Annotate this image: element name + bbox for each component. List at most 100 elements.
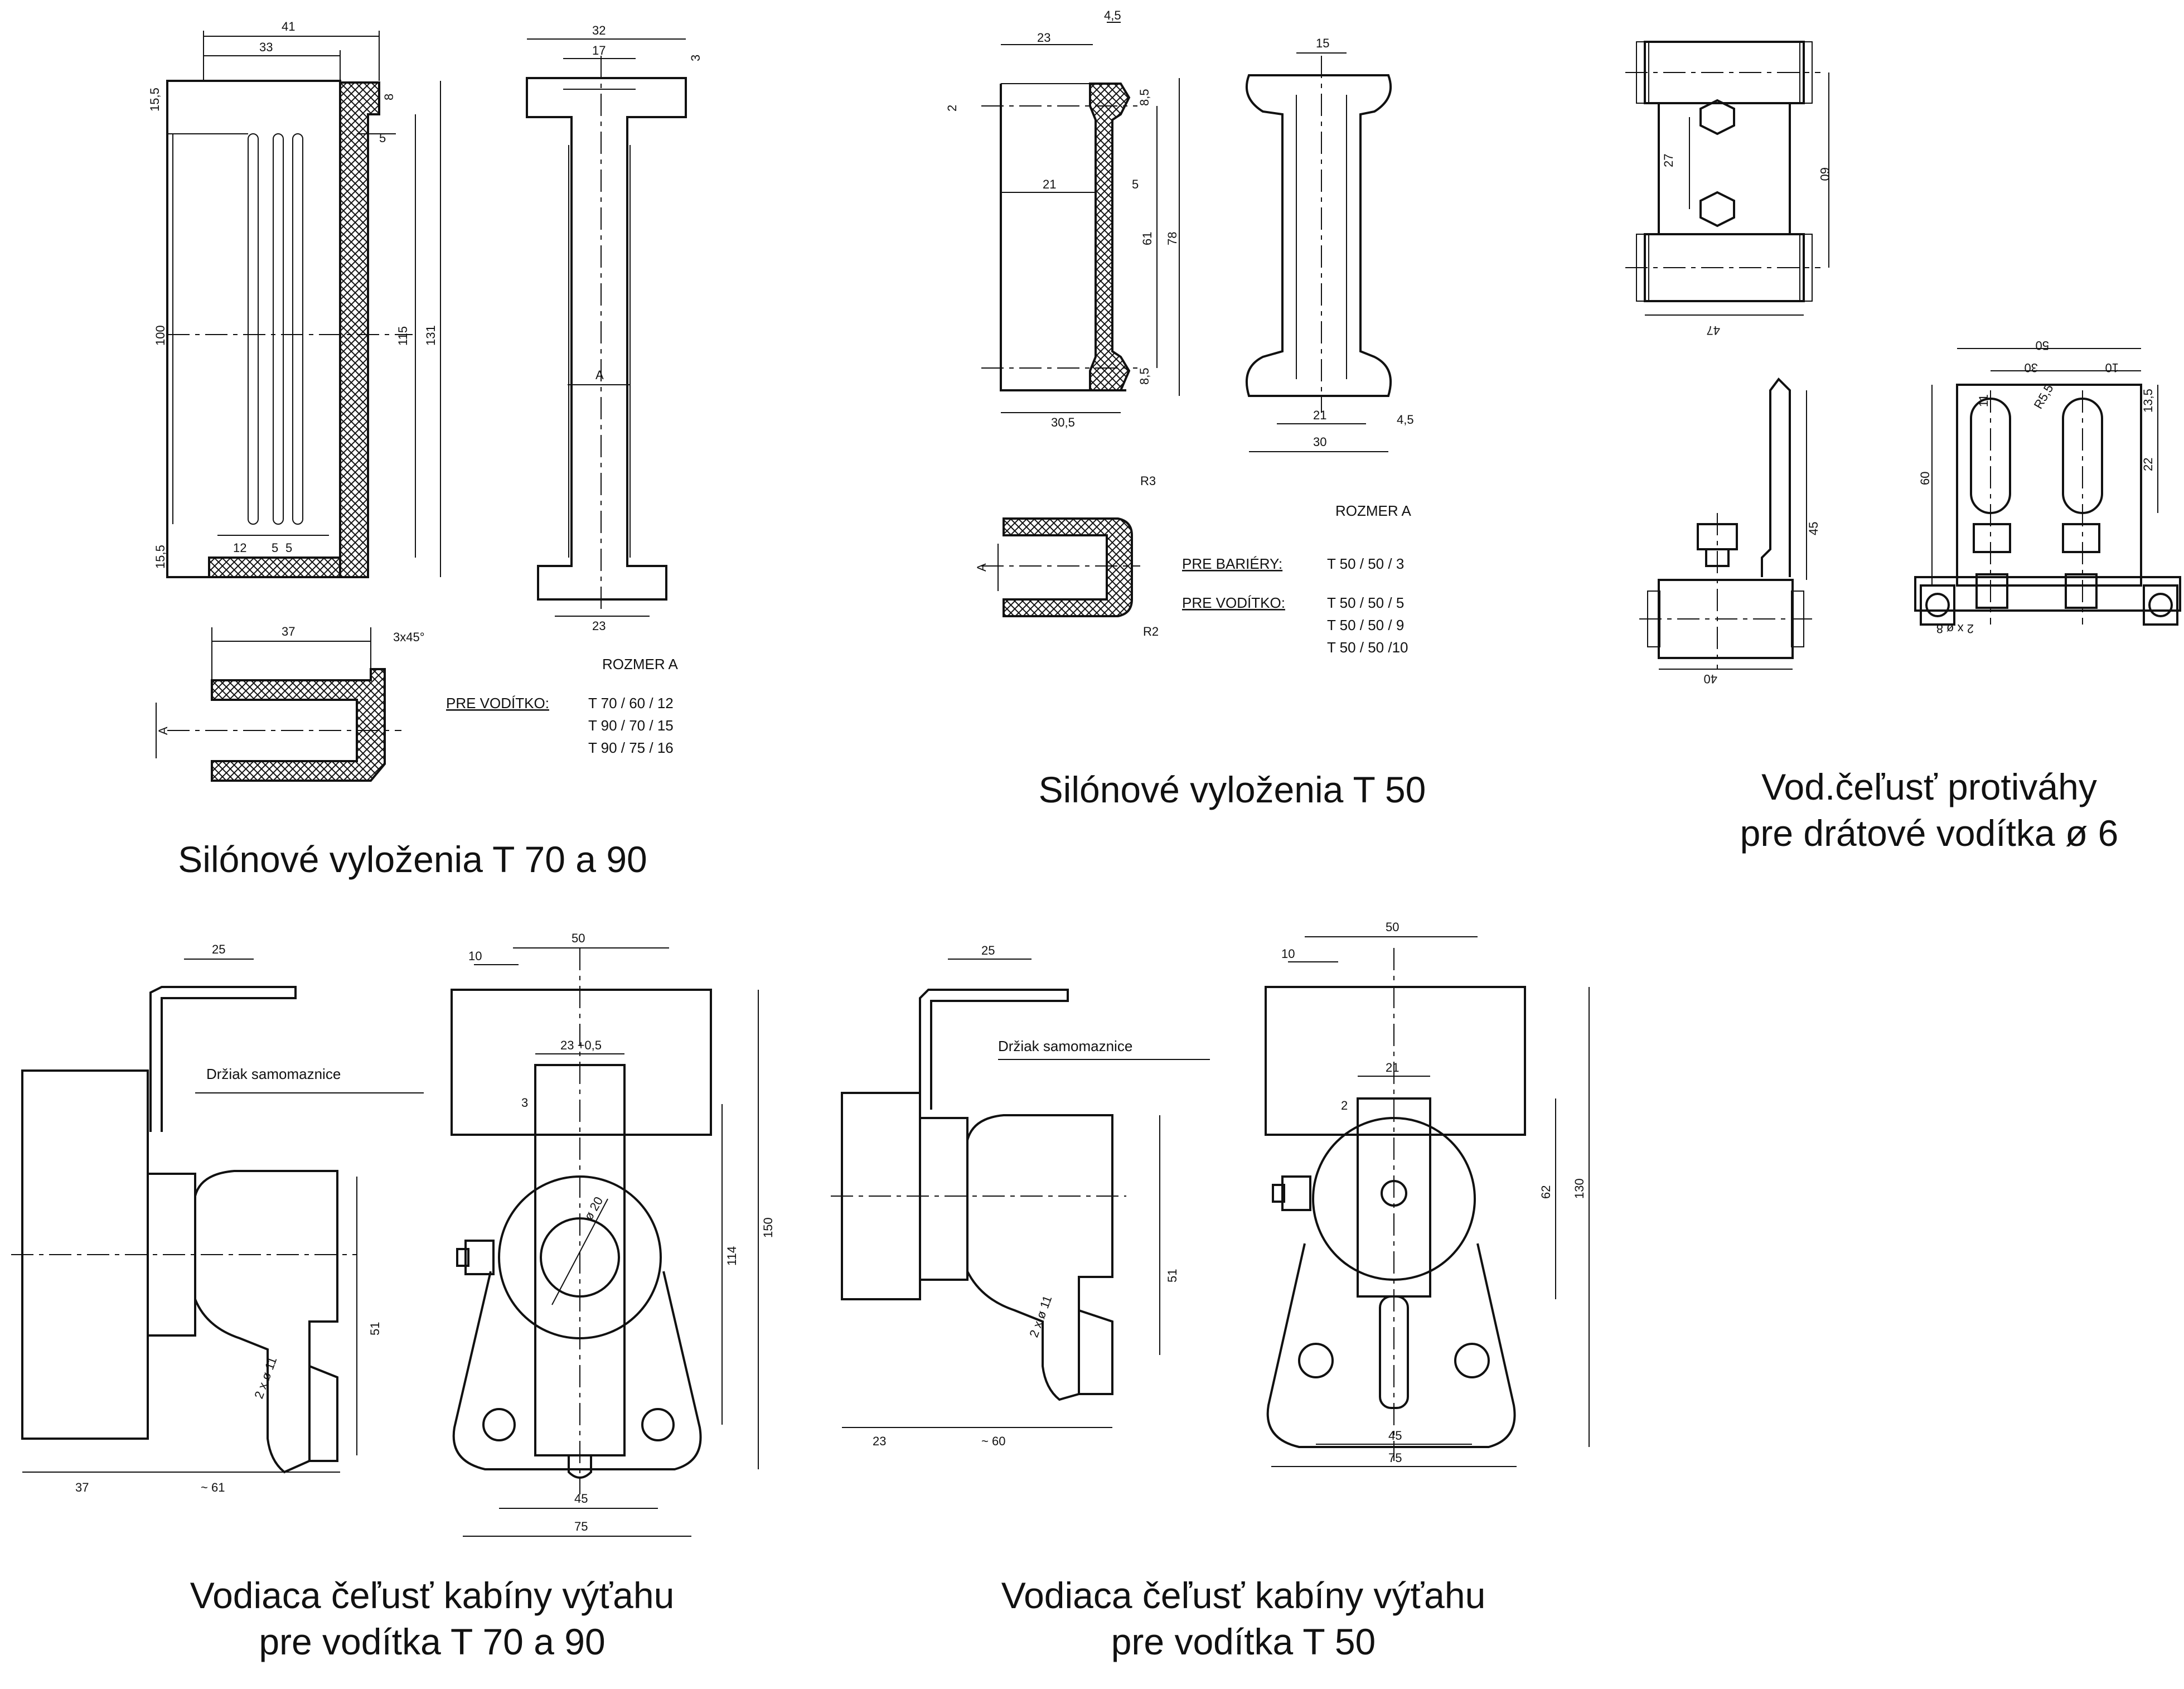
- t50-table-row-2: T 50 / 50 / 9: [1327, 617, 1404, 633]
- dim-r5-5: R5,5: [2031, 382, 2056, 412]
- cab70-side-view: [11, 959, 424, 1474]
- t50-liner-cross-section: [981, 517, 1140, 617]
- dim-41: 41: [282, 20, 295, 33]
- dim-5: 5: [379, 131, 386, 145]
- dim-22: 22: [2141, 458, 2155, 471]
- dim-45-cw: 45: [1807, 522, 1820, 535]
- dim-115: 115: [396, 326, 410, 346]
- cab50-side-view: [831, 959, 1210, 1428]
- dim-25-c50: 25: [981, 943, 995, 957]
- dim-13-5: 13,5: [2141, 389, 2155, 413]
- dim-15-t50: 15: [1316, 36, 1329, 50]
- dim-61: 61: [1140, 232, 1154, 245]
- t70-table-header: ROZMER A: [602, 656, 678, 672]
- dim-25-c70: 25: [212, 942, 225, 956]
- t70-liner-cross-section: [156, 627, 401, 782]
- dim-27: 27: [1662, 154, 1675, 167]
- dim-23-c70: 23 +0,5: [560, 1038, 602, 1052]
- dim-45-c70: 45: [574, 1492, 588, 1506]
- dim-60-c50: ~ 60: [981, 1434, 1005, 1448]
- dim-8: 8: [382, 94, 396, 100]
- dim-3: 3: [689, 55, 703, 61]
- t70-liner-section-view: [166, 31, 441, 578]
- dim-50-c70: 50: [572, 931, 585, 945]
- t70-table-row-2: T 90 / 70 / 15: [588, 717, 674, 734]
- cab70-label: Držiak samomaznice: [206, 1066, 341, 1082]
- dim-20-c70: ø 20: [582, 1194, 606, 1223]
- dim-30-5: 30,5: [1051, 415, 1075, 429]
- dim-131: 131: [424, 325, 438, 346]
- dim-3x45: 3x45°: [393, 630, 425, 644]
- dim-37: 37: [282, 625, 295, 638]
- dim-100: 100: [153, 325, 167, 346]
- dim-a-t50: A: [975, 563, 989, 572]
- dim-50-c50: 50: [1386, 920, 1399, 934]
- dim-r3: R3: [1140, 474, 1156, 488]
- t50-table-row-1: T 50 / 50 / 5: [1327, 594, 1404, 611]
- dim-75-c70: 75: [574, 1519, 588, 1533]
- caption-counterweight-shoe: Vod.čeľusť protiváhy pre drátové vodítka…: [1740, 766, 2119, 854]
- dim-30-t50: 30: [1313, 435, 1326, 449]
- t70-table-row-1: T 70 / 60 / 12: [588, 695, 674, 712]
- dim-23-c50: 23: [873, 1434, 886, 1448]
- dim-10-c50: 10: [1281, 947, 1295, 961]
- dim-5b: 5: [285, 541, 292, 555]
- dim-30-cw: 30: [2025, 361, 2038, 375]
- dim-130: 130: [1572, 1178, 1586, 1199]
- cw-top-view: [1625, 41, 1829, 316]
- dim-2x8: 2 x ø 8: [1936, 622, 1974, 636]
- dim-60-cw: 60: [1818, 167, 1832, 181]
- cab70-front-view: [451, 947, 759, 1537]
- dim-3-c70: 3: [521, 1096, 528, 1110]
- dim-32: 32: [592, 23, 606, 37]
- dim-10-c70: 10: [468, 949, 482, 963]
- dim-21-c50: 21: [1386, 1061, 1399, 1075]
- caption-t70-liners: Silónové vyloženia T 70 a 90: [178, 839, 647, 880]
- dim-2: 2: [945, 105, 959, 112]
- dim-2-c50: 2: [1341, 1098, 1348, 1112]
- t50-liner-section-view: [981, 22, 1180, 413]
- t50-liner-front-view: [1245, 52, 1392, 452]
- cab50-label: Držiak samomaznice: [998, 1038, 1132, 1054]
- dim-75-c50: 75: [1388, 1451, 1402, 1465]
- t70-table-label: PRE VODÍTKO:: [446, 695, 549, 712]
- cw-side-view: [1639, 377, 1812, 670]
- dim-r2: R2: [1143, 625, 1159, 638]
- dim-61-c70: ~ 61: [201, 1480, 225, 1494]
- dim-4-5b: 4,5: [1397, 413, 1414, 427]
- t50-table-header: ROZMER A: [1335, 502, 1411, 519]
- dim-2x11-c70: 2 x ø 11: [251, 1355, 279, 1401]
- dim-23: 23: [592, 619, 606, 633]
- dim-51-c70: 51: [368, 1322, 382, 1335]
- dim-15-5a: 15,5: [148, 88, 162, 112]
- dim-5a: 5: [272, 541, 278, 555]
- dim-a: A: [595, 368, 604, 382]
- dim-62: 62: [1539, 1185, 1553, 1199]
- dim-12: 12: [233, 541, 246, 555]
- t50-table-row-3: T 50 / 50 /10: [1327, 639, 1408, 656]
- dim-5-t50: 5: [1132, 177, 1139, 191]
- dim-78: 78: [1165, 232, 1179, 245]
- dim-114: 114: [725, 1246, 739, 1266]
- t70-table-row-3: T 90 / 75 / 16: [588, 739, 674, 756]
- dim-8-5a: 8,5: [1137, 89, 1151, 106]
- t50-table-row-barrier: T 50 / 50 / 3: [1327, 555, 1404, 572]
- t50-table-label-2: PRE VODÍTKO:: [1182, 594, 1285, 611]
- dim-21-t50: 21: [1043, 177, 1056, 191]
- dim-4-5a: 4,5: [1104, 8, 1121, 22]
- dim-a2: A: [156, 727, 170, 735]
- dim-37-c70: 37: [75, 1480, 89, 1494]
- dim-17: 17: [592, 43, 606, 57]
- cw-front-view: [1914, 348, 2181, 626]
- dim-8-5b: 8,5: [1137, 367, 1151, 385]
- dim-21b-t50: 21: [1313, 408, 1326, 422]
- dim-45-c50: 45: [1388, 1429, 1402, 1443]
- cab50-front-view: [1265, 936, 1590, 1467]
- dim-33: 33: [259, 40, 273, 54]
- dim-47: 47: [1707, 323, 1720, 337]
- dim-150: 150: [761, 1217, 775, 1238]
- caption-cabin-shoe-t50: Vodiaca čeľusť kabíny výťahu pre vodítka…: [1001, 1575, 1486, 1662]
- dim-60b-cw: 60: [1918, 472, 1932, 485]
- dim-23-t50: 23: [1037, 31, 1050, 45]
